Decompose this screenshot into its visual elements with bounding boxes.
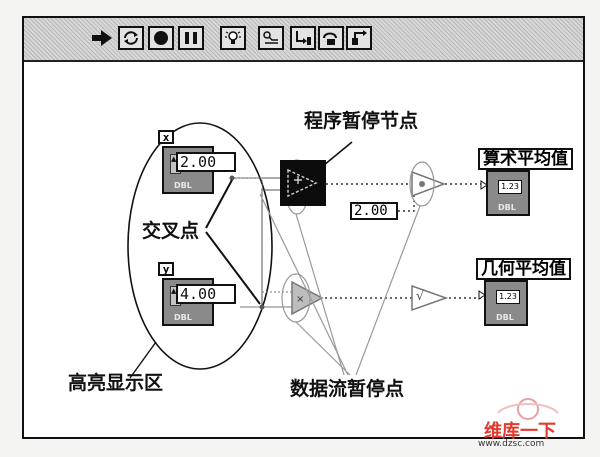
callout-line (129, 341, 157, 379)
run-arrow-icon (92, 30, 112, 46)
label-program-pause-node: 程序暂停节点 (304, 110, 419, 132)
type-label-arith: DBL (498, 203, 516, 212)
indicator-terminal-geo[interactable]: 1.23 DBL (478, 280, 528, 326)
indicator-value-geo: 1.23 (496, 290, 520, 304)
run-button[interactable] (90, 27, 114, 49)
step-out-button[interactable] (346, 26, 372, 50)
lightbulb-icon (225, 31, 241, 44)
label-cross-point: 交叉点 (142, 220, 200, 242)
indicator-terminal-arith[interactable]: 1.23 DBL (480, 170, 530, 216)
type-label-geo: DBL (496, 313, 514, 322)
dataflow-wire (398, 196, 415, 212)
step-over-button[interactable] (318, 26, 344, 50)
control-value-x[interactable]: 2.00 (176, 152, 236, 172)
step-into-icon (296, 31, 311, 45)
watermark-logo-icon (497, 398, 559, 420)
arith-mean-node (411, 170, 447, 198)
junction-dot (229, 175, 235, 181)
junction-dot (259, 304, 265, 310)
pause-button[interactable] (178, 26, 204, 50)
pause-point-ellipse (409, 161, 435, 207)
control-label-x: x (158, 130, 174, 144)
callout-line (259, 193, 349, 376)
run-continuously-icon (124, 31, 138, 45)
abort-button[interactable] (148, 26, 174, 50)
callout-line (205, 179, 233, 229)
highlight-execution-button[interactable] (220, 26, 246, 50)
callout-line (295, 321, 351, 376)
control-label-y: y (158, 262, 174, 276)
pause-icon (185, 32, 197, 44)
callout-line (205, 231, 261, 305)
label-highlight-area: 高亮显示区 (68, 372, 164, 394)
input-arrow-icon (478, 290, 486, 300)
wire (232, 177, 294, 293)
type-label-y: DBL (174, 313, 192, 322)
abort-icon (154, 31, 168, 45)
indicator-title-geo: 几何平均值 (476, 258, 571, 280)
watermark-brand: 维库一下 (484, 421, 556, 442)
step-into-button[interactable] (290, 26, 316, 50)
step-out-icon (352, 30, 367, 45)
block-diagram-window (22, 16, 585, 439)
breakpoint-dot (419, 181, 425, 187)
highlight-area-ellipse (127, 122, 273, 370)
indicator-value-arith: 1.23 (498, 180, 522, 194)
label-dataflow-pause-point: 数据流暂停点 (290, 378, 405, 400)
watermark: 维库一下 www.dzsc.com (478, 395, 588, 455)
watermark-url: www.dzsc.com (478, 439, 545, 449)
wire (240, 189, 280, 308)
input-arrow-icon (480, 180, 488, 190)
step-over-icon (323, 32, 337, 45)
retain-wire-values-button[interactable] (258, 26, 284, 50)
multiply-glyph: × (296, 294, 304, 305)
program-pause-node[interactable] (280, 160, 326, 206)
numeric-constant[interactable]: 2.00 (350, 202, 398, 220)
run-continuously-button[interactable] (118, 26, 144, 50)
type-label-x: DBL (174, 181, 192, 190)
pause-node-icon (287, 168, 318, 198)
callout-line (355, 205, 421, 376)
indicator-title-arith: 算术平均值 (478, 148, 573, 170)
callout-line (295, 213, 345, 376)
probe-icon (263, 31, 278, 44)
sqrt-icon: √ (416, 289, 425, 304)
control-value-y[interactable]: 4.00 (176, 284, 236, 304)
sqrt-node (411, 284, 449, 312)
execution-toolbar (24, 18, 583, 62)
